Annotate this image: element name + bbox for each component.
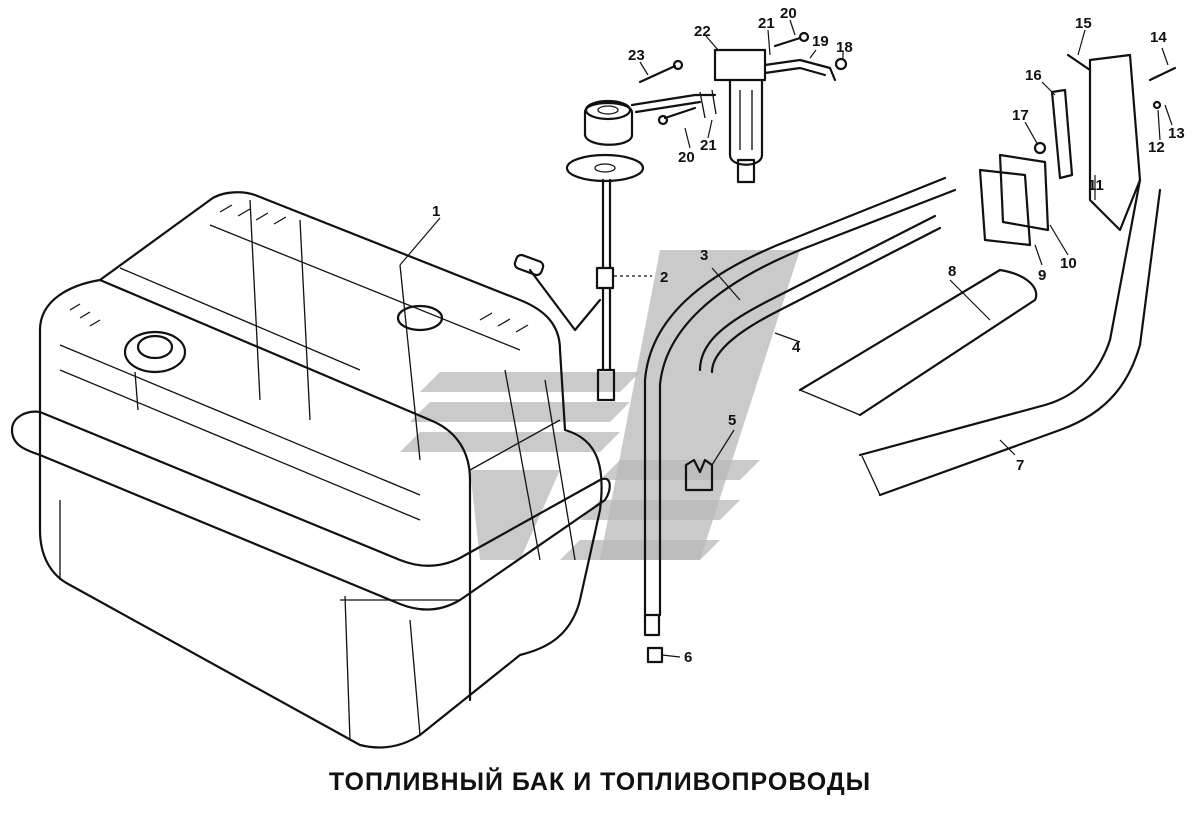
tank-bracket [978, 53, 1177, 247]
callout-2: 2 [660, 269, 668, 286]
callout-22: 22 [694, 23, 711, 40]
callout-21-top: 21 [758, 15, 775, 32]
fuel-tank [10, 191, 611, 749]
callout-19: 19 [812, 33, 829, 50]
leader-lines [399, 19, 1173, 658]
callout-11: 11 [1088, 177, 1104, 194]
callout-10: 10 [1060, 255, 1077, 272]
callout-labels: 1 2 3 4 5 6 7 8 9 10 11 12 13 14 15 16 1… [432, 5, 1185, 666]
callout-8: 8 [948, 263, 956, 280]
callout-21-bottom: 21 [700, 137, 717, 154]
callout-17: 17 [1012, 107, 1029, 124]
callout-7: 7 [1016, 457, 1024, 474]
callout-5: 5 [728, 412, 736, 429]
callout-16: 16 [1025, 67, 1042, 84]
callout-15: 15 [1075, 15, 1092, 32]
callout-12: 12 [1148, 139, 1165, 156]
callout-20-bottom: 20 [678, 149, 695, 166]
callout-9: 9 [1038, 267, 1046, 284]
pipe-clip [684, 458, 714, 492]
tank-straps [798, 178, 1162, 497]
callout-3: 3 [700, 247, 708, 264]
fuel-lines [643, 176, 957, 664]
callout-20-top: 20 [780, 5, 797, 22]
fuel-level-sender [513, 99, 652, 402]
callout-23: 23 [628, 47, 645, 64]
callout-14: 14 [1150, 29, 1167, 46]
callout-18: 18 [836, 39, 853, 56]
callout-13: 13 [1168, 125, 1185, 142]
callout-6: 6 [684, 649, 692, 666]
fuel-filter [630, 31, 848, 184]
diagram-title: ТОПЛИВНЫЙ БАК И ТОПЛИВОПРОВОДЫ [328, 768, 872, 796]
callout-1: 1 [432, 203, 440, 220]
callout-4: 4 [792, 339, 801, 356]
